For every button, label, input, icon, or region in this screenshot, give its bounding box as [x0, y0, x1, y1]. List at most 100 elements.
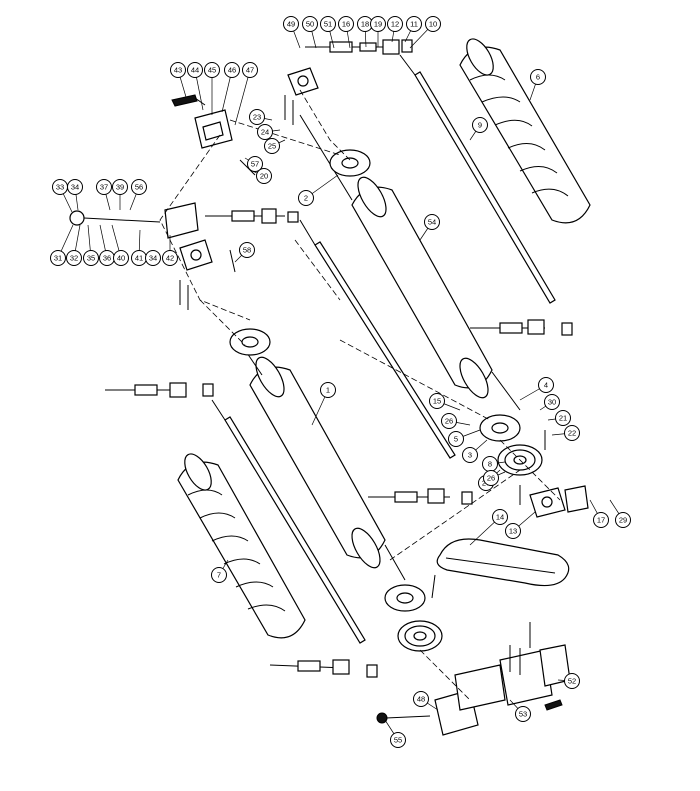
- lower-spiral-roller-7: [177, 453, 306, 639]
- bolt-set-middle: [105, 382, 214, 398]
- callout-16: 16: [338, 16, 354, 49]
- callout-number: 22: [568, 429, 576, 438]
- callout-number: 13: [509, 527, 517, 536]
- callout-number: 39: [116, 183, 124, 192]
- callout-40: 40: [111, 224, 129, 266]
- upper-shaft-9: [399, 54, 556, 304]
- callout-number: 20: [260, 172, 268, 181]
- callout-37: 37: [96, 179, 112, 211]
- callout-number: 36: [103, 254, 111, 263]
- callout-34-lower: 34: [145, 250, 161, 266]
- callout-number: 50: [306, 20, 314, 29]
- callout-number: 44: [191, 66, 199, 75]
- callout-number: 32: [70, 254, 78, 263]
- callout-number: 58: [243, 246, 251, 255]
- callout-number: 26: [445, 417, 453, 426]
- callout-number: 7: [217, 571, 221, 580]
- callout-44: 44: [187, 62, 204, 111]
- callout-1: 1: [311, 382, 336, 426]
- callout-number: 55: [394, 736, 402, 745]
- bracket-52-53: [499, 644, 571, 706]
- callout-29: 29: [609, 499, 631, 528]
- callout-number: 31: [54, 254, 62, 263]
- bolt-set-upper-2: [205, 208, 299, 224]
- bolt-set-right: [470, 319, 573, 336]
- callout-number: 42: [166, 254, 174, 263]
- callout-number: 33: [56, 183, 64, 192]
- callout-number: 25: [268, 142, 276, 151]
- callout-number: 18: [361, 20, 369, 29]
- callout-56: 56: [129, 179, 147, 211]
- callout-48: 48: [413, 691, 439, 711]
- callout-number: 40: [117, 254, 125, 263]
- upper-spiral-roller-6: [459, 38, 591, 224]
- drive-belt-14: [436, 538, 570, 587]
- callout-12: 12: [387, 16, 403, 43]
- bracket-42: [164, 202, 199, 239]
- callout-number: 48: [417, 695, 425, 704]
- callout-number: 46: [228, 66, 236, 75]
- bearing-block-left: [179, 239, 213, 271]
- callout-50: 50: [302, 16, 318, 49]
- callout-35: 35: [83, 224, 99, 266]
- callout-13: 13: [505, 511, 536, 539]
- callout-36: 36: [99, 224, 115, 266]
- callout-43: 43: [170, 62, 187, 98]
- callout-number: 17: [597, 516, 605, 525]
- callout-number: 53: [519, 710, 527, 719]
- callout-number: 12: [391, 20, 399, 29]
- callout-number: 21: [559, 414, 567, 423]
- callout-17: 17: [589, 499, 609, 528]
- callout-52: 52: [557, 673, 580, 689]
- callout-number: 37: [100, 183, 108, 192]
- callout-number: 30: [548, 398, 556, 407]
- callout-2: 2: [298, 174, 339, 206]
- upper-roller-54: [299, 114, 521, 411]
- callout-number: 10: [429, 20, 437, 29]
- callout-number: 3: [468, 451, 472, 460]
- callout-number: 29: [619, 516, 627, 525]
- flange-lower: [384, 584, 426, 612]
- bearing-block-upper: [287, 67, 319, 96]
- callout-number: 5: [454, 435, 458, 444]
- callout-number: 34: [71, 183, 79, 192]
- flange-3: [479, 414, 521, 442]
- callout-number: 54: [428, 218, 436, 227]
- callout-number: 16: [342, 20, 350, 29]
- callout-number: 2: [304, 194, 308, 203]
- callout-5: 5: [448, 429, 481, 447]
- callout-number: 26: [487, 474, 495, 483]
- handle-55: [376, 712, 431, 724]
- callout-55: 55: [384, 719, 406, 748]
- callout-number: 8: [488, 460, 492, 469]
- callout-24: 24: [257, 124, 281, 140]
- lower-shaft: [211, 399, 366, 644]
- callout-number: 15: [433, 397, 441, 406]
- callout-number: 9: [478, 121, 482, 130]
- callout-number: 11: [410, 20, 418, 29]
- callout-51: 51: [320, 16, 336, 49]
- callout-33: 33: [52, 179, 73, 213]
- callout-number: 43: [174, 66, 182, 75]
- bearing-block-13: [529, 487, 566, 518]
- handle-52: [544, 699, 563, 711]
- callout-21: 21: [547, 410, 571, 426]
- bolt-set-upper: [305, 39, 413, 55]
- callout-number: 23: [253, 113, 261, 122]
- callout-9: 9: [469, 117, 488, 141]
- callout-number: 6: [536, 73, 540, 82]
- callout-53: 53: [509, 699, 531, 722]
- callout-45: 45: [204, 62, 220, 115]
- bolt-set-center: [368, 488, 473, 505]
- callout-57: 57: [244, 156, 263, 172]
- pulley-lower: [397, 620, 443, 652]
- callout-34: 34: [67, 179, 83, 211]
- callout-41: 41: [131, 229, 147, 266]
- callout-number: 57: [251, 160, 259, 169]
- callout-7: 7: [211, 559, 229, 583]
- bracket-upper-left: [194, 109, 233, 149]
- callout-number: 51: [324, 20, 332, 29]
- bracket-lower-48: [434, 664, 506, 736]
- callout-number: 47: [246, 66, 254, 75]
